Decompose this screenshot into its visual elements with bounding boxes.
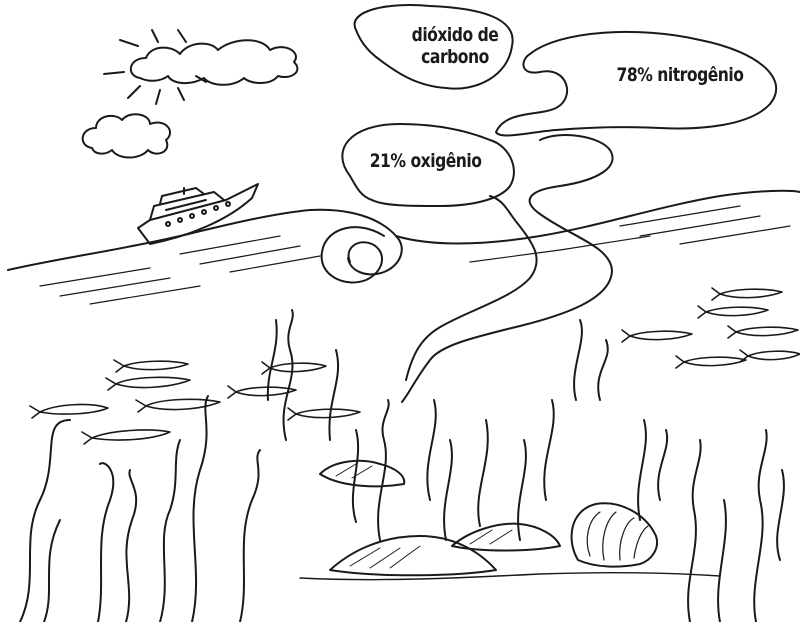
cloud-small <box>81 113 171 159</box>
air-current-inner <box>405 195 538 381</box>
sea-floor <box>299 571 721 581</box>
air-current <box>401 134 614 403</box>
wave-shading <box>39 205 791 305</box>
bubble-nitrogen <box>495 30 777 137</box>
rock-middle <box>451 522 561 552</box>
rock-upper <box>319 459 406 488</box>
bubble-carbon-dioxide <box>353 4 514 90</box>
bubble-oxygen <box>341 123 515 207</box>
label-carbon-dioxide: dióxido de carbono <box>411 24 499 68</box>
shell-icon <box>570 502 658 568</box>
label-nitrogen: 78% nitrogênio <box>616 64 744 86</box>
cloud-top <box>130 39 299 86</box>
shell-ridges <box>586 511 649 561</box>
ocean-surface <box>7 208 403 276</box>
ocean-surface-right <box>395 189 800 245</box>
wave-curl <box>320 226 385 284</box>
rock-left <box>329 535 497 577</box>
floor-shading <box>335 463 513 569</box>
sun-icon <box>103 29 207 105</box>
fish-school <box>29 287 800 445</box>
boat-icon <box>137 183 259 245</box>
seaweed <box>19 309 785 622</box>
label-oxygen: 21% oxigênio <box>369 150 482 172</box>
